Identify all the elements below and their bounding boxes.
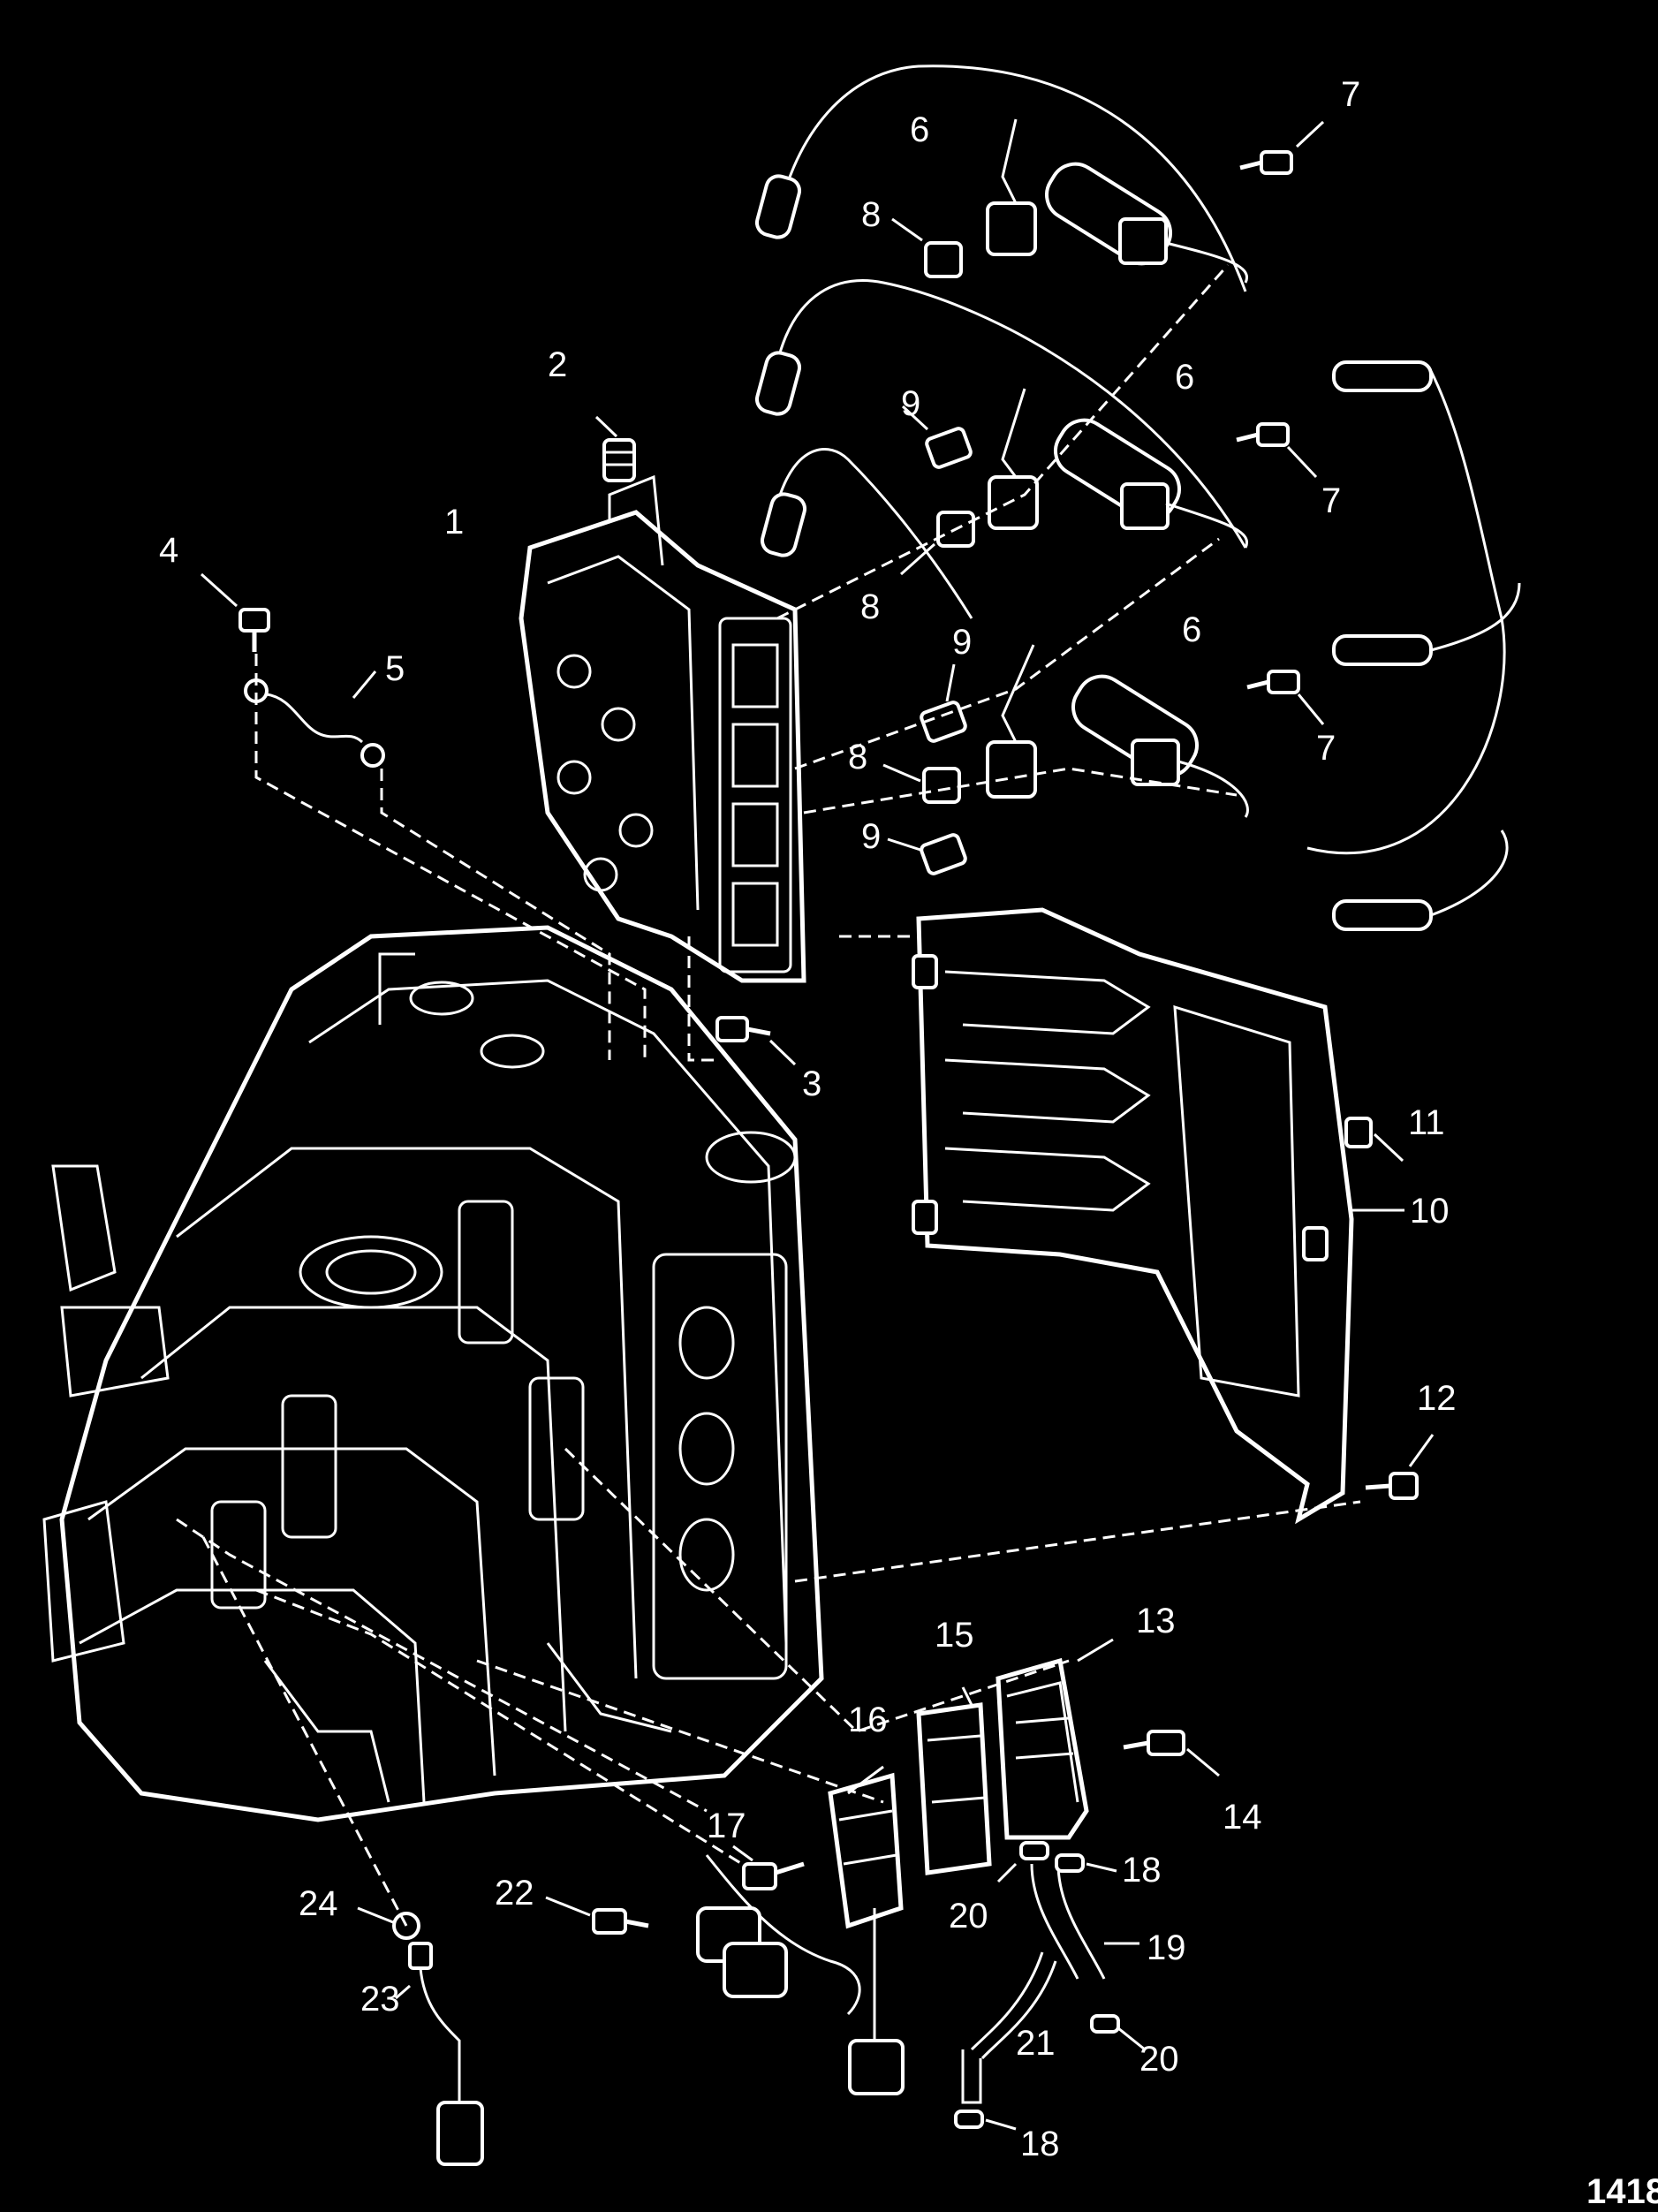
callout-8: 8	[848, 738, 867, 776]
callout-16: 16	[848, 1701, 888, 1739]
callout-5: 5	[385, 649, 405, 688]
callout-24: 24	[299, 1884, 338, 1923]
spark-plug-leads	[754, 64, 1521, 931]
screw-3	[715, 1016, 797, 1066]
assembly-lines	[176, 264, 1361, 1927]
hoses-and-clamps	[954, 1841, 1146, 2131]
ignition-coil-middle	[988, 388, 1248, 549]
callout-6: 6	[910, 110, 929, 149]
electrical-modules	[828, 1638, 1220, 1929]
fitting	[594, 415, 636, 482]
callout-11: 11	[1408, 1103, 1445, 1142]
screw-17	[732, 1845, 805, 1890]
callout-22: 22	[495, 1874, 534, 1913]
callout-19: 19	[1147, 1928, 1186, 1967]
callout-21: 21	[1016, 2024, 1056, 2063]
callout-labels: 7 6 8 2 6 9 7 1 4 8 6 9 5 7 8 9 3 11 10 …	[159, 75, 1457, 2163]
reference-number: 1418	[1586, 2172, 1658, 2208]
callout-12: 12	[1417, 1379, 1457, 1418]
callout-18: 18	[1020, 2125, 1060, 2163]
callout-7: 7	[1321, 481, 1341, 520]
ignition-coil-bottom	[986, 644, 1249, 818]
callout-23: 23	[360, 1980, 400, 2019]
wire-harness	[696, 1854, 905, 2095]
callout-7: 7	[1316, 729, 1336, 768]
callout-9: 9	[952, 623, 972, 662]
coil-screws	[1236, 120, 1325, 725]
callout-17: 17	[707, 1807, 746, 1845]
callout-14: 14	[1223, 1798, 1262, 1837]
temperature-sender	[357, 1896, 649, 2166]
callout-8: 8	[861, 195, 881, 234]
ignition-coil-top	[986, 118, 1248, 284]
callout-6: 6	[1175, 358, 1194, 397]
callout-9: 9	[901, 384, 920, 423]
engine-block	[42, 925, 824, 1822]
callout-4: 4	[159, 531, 178, 570]
callout-8: 8	[860, 587, 880, 626]
callout-15: 15	[935, 1616, 974, 1655]
callout-20: 20	[1139, 2040, 1179, 2079]
callout-20: 20	[949, 1897, 988, 1936]
callout-6: 6	[1182, 610, 1201, 649]
callout-2: 2	[548, 345, 567, 384]
callout-1: 1	[444, 503, 464, 542]
cover-screws	[1344, 1117, 1435, 1500]
callout-3: 3	[802, 1064, 821, 1103]
callout-9: 9	[861, 817, 881, 856]
callout-7: 7	[1341, 75, 1360, 114]
screw-4	[200, 572, 270, 652]
callout-13: 13	[1136, 1602, 1176, 1640]
intake-manifold	[519, 474, 806, 983]
sensors	[882, 217, 975, 875]
callout-10: 10	[1410, 1192, 1450, 1231]
ground-wire	[244, 670, 385, 768]
callout-18: 18	[1122, 1851, 1162, 1890]
cover-plate	[912, 907, 1404, 1525]
